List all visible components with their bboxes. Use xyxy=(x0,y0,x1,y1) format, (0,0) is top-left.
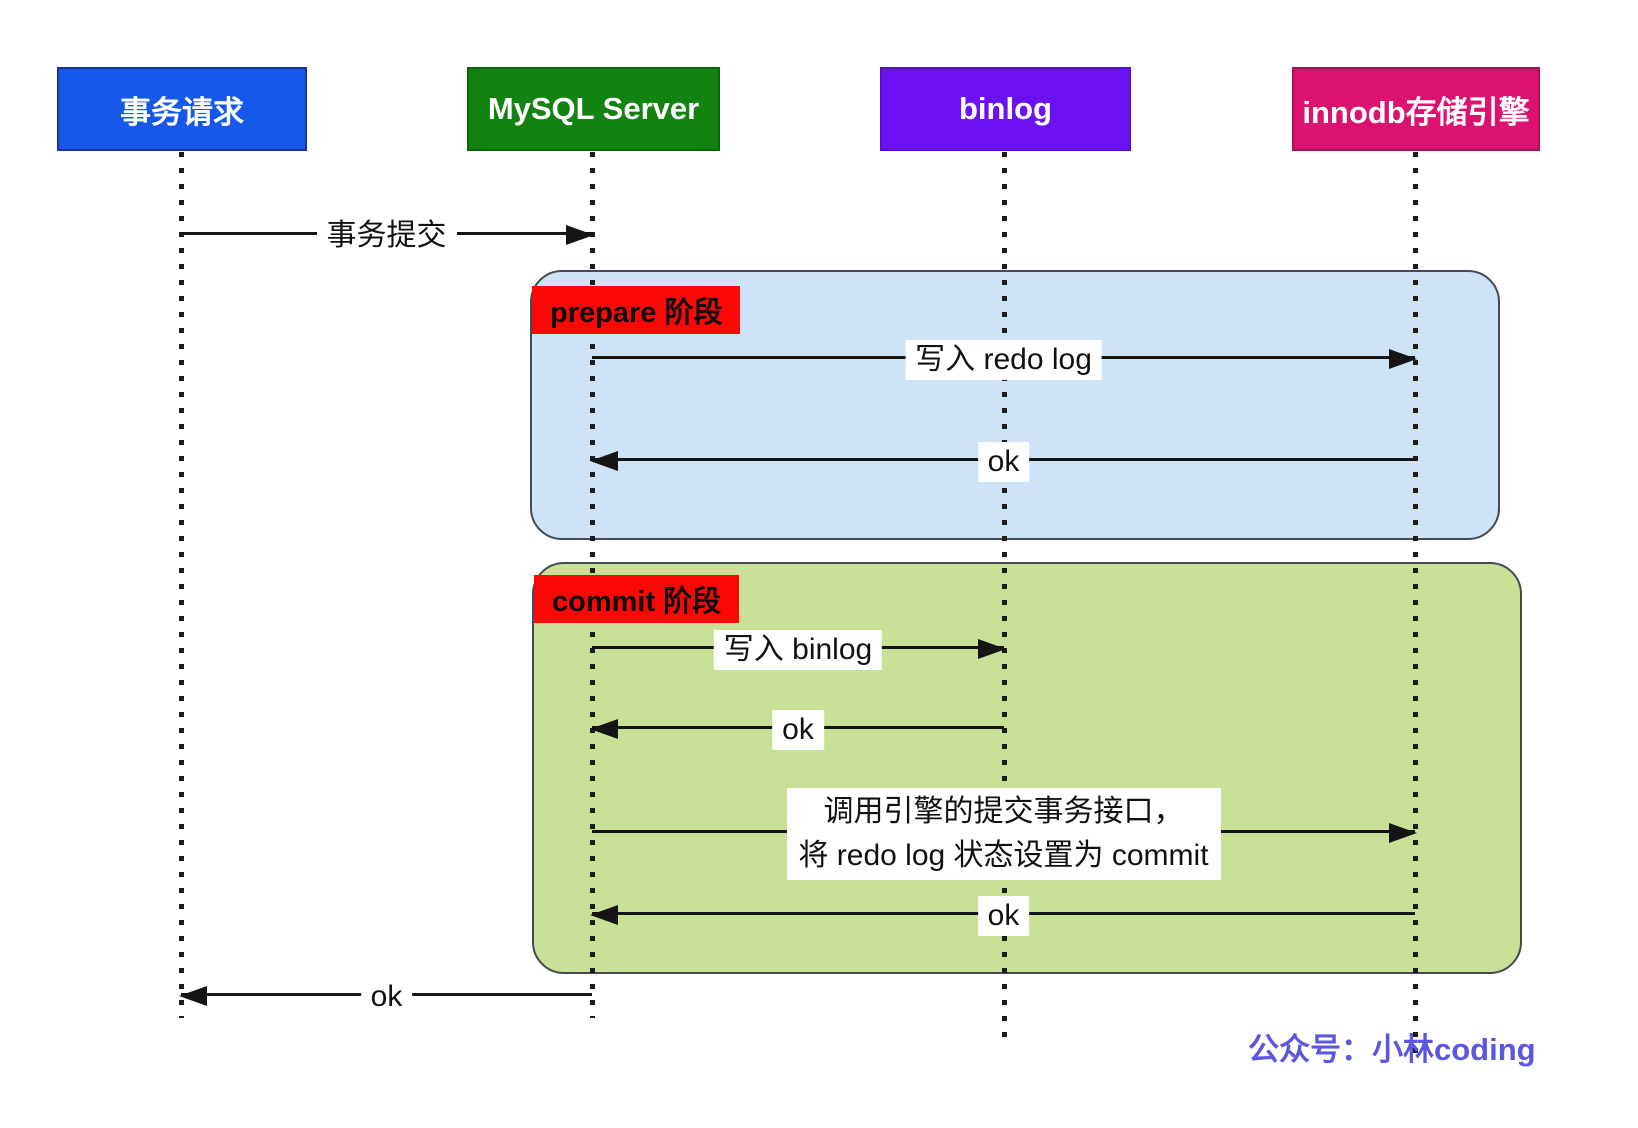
message-label: 写入 redo log xyxy=(905,340,1102,380)
watermark-wechat-account: 公众号：小林coding xyxy=(1248,1032,1536,1067)
arrow-left-icon xyxy=(590,451,618,471)
message-engine-commit: 调用引擎的提交事务接口， 将 redo log 状态设置为 commit xyxy=(592,788,1417,880)
actor-mysql-server: MySQL Server xyxy=(467,67,720,151)
arrow-right-icon xyxy=(1389,349,1417,369)
message-write-redo-log: 写入 redo log xyxy=(592,340,1417,380)
commit-stage-label: commit 阶段 xyxy=(534,575,740,623)
message-label: ok xyxy=(772,710,824,750)
message-redo-ok: ok xyxy=(590,442,1415,482)
prepare-stage-label: prepare 阶段 xyxy=(532,286,741,334)
message-commit-request: 事务提交 xyxy=(181,216,594,256)
arrow-right-icon xyxy=(566,225,594,245)
arrow-right-icon xyxy=(978,639,1006,659)
message-label: 写入 binlog xyxy=(713,630,883,670)
message-label: 事务提交 xyxy=(316,216,457,256)
lifeline-transaction-request xyxy=(179,152,184,1018)
message-binlog-ok: ok xyxy=(590,710,1004,750)
actor-transaction-request: 事务请求 xyxy=(57,67,307,151)
arrow-right-icon xyxy=(1389,823,1417,843)
arrow-left-icon xyxy=(590,905,618,925)
message-label-line2: 将 redo log 状态设置为 commit xyxy=(798,839,1209,872)
lifeline-innodb-engine xyxy=(1413,152,1418,1058)
message-final-ok: ok xyxy=(179,977,592,1017)
message-write-binlog: 写入 binlog xyxy=(592,630,1006,670)
arrow-left-icon xyxy=(179,986,207,1006)
arrow-left-icon xyxy=(590,719,618,739)
message-label: ok xyxy=(977,896,1030,936)
lifeline-binlog xyxy=(1002,152,1007,1045)
actor-binlog: binlog xyxy=(880,67,1131,151)
actor-innodb-engine: innodb存储引擎 xyxy=(1292,67,1540,151)
message-engine-ok: ok xyxy=(590,896,1415,936)
message-label: ok xyxy=(977,442,1030,482)
message-label: 调用引擎的提交事务接口， 将 redo log 状态设置为 commit xyxy=(786,788,1221,880)
message-label-line1: 调用引擎的提交事务接口， xyxy=(823,795,1184,828)
message-label: ok xyxy=(360,977,413,1017)
